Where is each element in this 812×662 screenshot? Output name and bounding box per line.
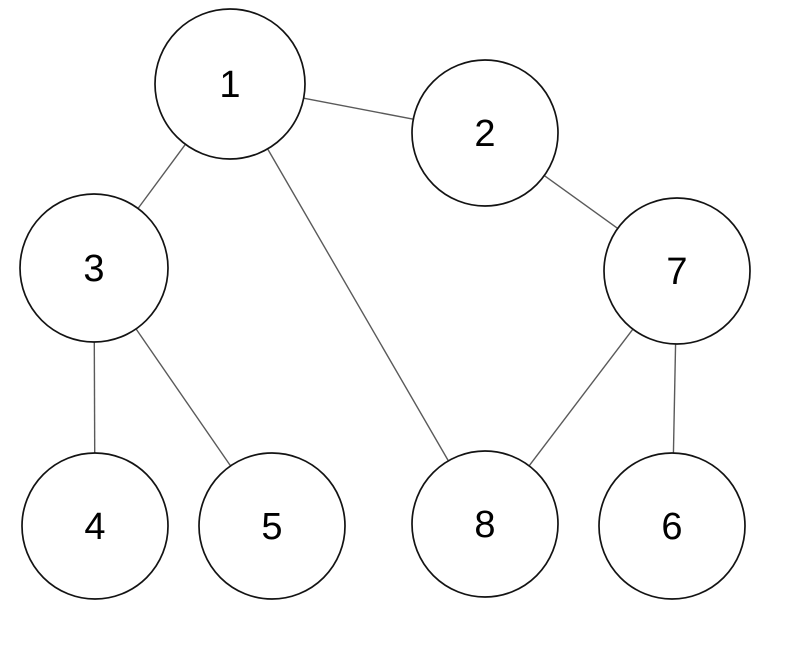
graph-node-3[interactable]: 3 [19,193,169,343]
graph-node-circle-3[interactable] [19,193,169,343]
graph-node-label-8: 8 [474,504,495,546]
graph-edge-3-5 [135,328,232,467]
graph-node-7[interactable]: 7 [603,197,751,345]
graph-node-4[interactable]: 4 [21,452,169,600]
edge-layer [93,97,677,467]
graph-edge-2-7 [543,175,619,229]
graph-node-circle-6[interactable] [598,452,746,600]
graph-node-label-1: 1 [219,64,240,106]
graph-node-circle-2[interactable] [411,59,559,207]
graph-node-1[interactable]: 1 [154,8,306,160]
graph-node-label-6: 6 [661,506,682,548]
graph-node-8[interactable]: 8 [411,450,559,598]
graph-node-label-3: 3 [83,248,104,290]
graph-node-label-7: 7 [666,251,687,293]
graph-node-2[interactable]: 2 [411,59,559,207]
graph-node-5[interactable]: 5 [198,452,346,600]
graph-node-circle-8[interactable] [411,450,559,598]
graph-node-circle-1[interactable] [154,8,306,160]
graph-edge-1-3 [137,143,186,209]
node-layer: 1 2 3 7 4 5 8 6 [19,8,751,600]
graph-edge-7-8 [528,328,634,467]
graph-edge-7-6 [672,343,677,454]
graph-node-label-4: 4 [84,506,105,548]
graph-node-circle-7[interactable] [603,197,751,345]
graph-edge-1-8 [267,148,450,462]
graph-node-6[interactable]: 6 [598,452,746,600]
graph-node-circle-5[interactable] [198,452,346,600]
graph-edge-1-2 [303,97,414,120]
graph-node-label-5: 5 [261,506,282,548]
graph-node-label-2: 2 [474,113,495,155]
graph-node-circle-4[interactable] [21,452,169,600]
